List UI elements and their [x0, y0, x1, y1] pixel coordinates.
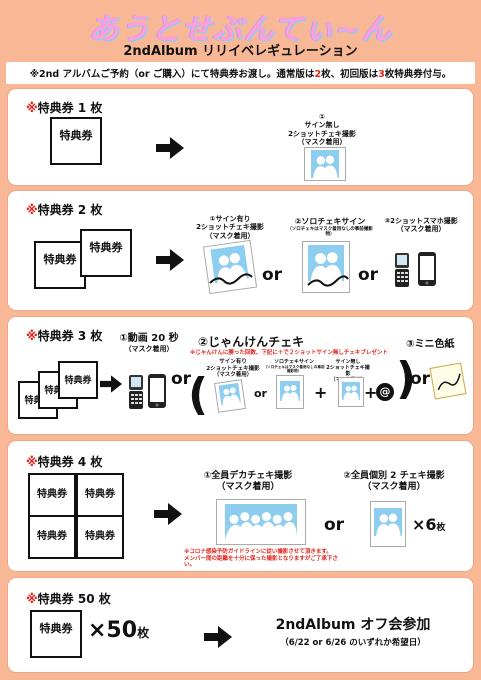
ticket-card: 特典券: [34, 241, 86, 289]
ticket-card: 特典券: [28, 473, 76, 517]
flip-phone-icon: [128, 375, 144, 409]
smartphone-icon: [148, 373, 166, 409]
janken-note: ※じゃんけんに勝った回数、下記に＋で２ショットサイン無しチェキプレゼント: [190, 350, 388, 356]
smartphone-icon: [418, 251, 436, 287]
janken-title: ②じゃんけんチェキ: [198, 335, 305, 349]
or-label: or: [171, 369, 192, 389]
section-3-tickets: ※特典券 3 枚 特典券 特典券 特典券 ①動画 20 秒（マスク着用） or …: [8, 317, 473, 434]
flip-phone-icon: [394, 253, 410, 287]
solo-cheki-icon: [276, 375, 304, 409]
open-paren: (: [188, 369, 209, 420]
arrow-right-icon: [100, 375, 122, 393]
signed-cheki-icon: [214, 379, 246, 413]
or-label: or: [254, 387, 267, 400]
cheki-photo-icon: [370, 501, 406, 547]
or-label: or: [324, 515, 345, 535]
option-caption: ソロチェキサイン（ソロチェキはマスク着用なしの事前撮影物）: [263, 359, 325, 374]
ticket-card: 特典券: [58, 361, 98, 399]
section-title: ※特典券 50 枚: [26, 592, 111, 606]
or-label: or: [358, 265, 379, 285]
section-title: ※特典券 1 枚: [26, 101, 103, 115]
option-caption: ②全員個別 2 チェキ撮影（マスク着用）: [343, 471, 445, 492]
page-subtitle: 2ndAlbum リリイベレギュレーション: [123, 44, 358, 59]
offkai-reward: 2ndAlbum オフ会参加: [275, 617, 431, 633]
cheki-photo-icon: [338, 377, 364, 407]
section-title: ※特典券 2 枚: [26, 203, 103, 217]
signature-icon: [307, 275, 349, 287]
or-label: or: [410, 369, 431, 389]
section-5-tickets: ※特典券 50 枚 特典券 ×50枚 2ndAlbum オフ会参加 （6/22 …: [8, 578, 473, 672]
option-caption: ②ソロチェキサイン（ソロチェキはマスク着用なしの事前撮影物）: [287, 217, 373, 237]
covid-note: ※コロナ感染予防ガイドラインに従い撮影させて頂きます。メンバー間の距離を十分に保…: [184, 549, 338, 569]
offkai-date-note: （6/22 or 6/26 のいずれか希望日）: [280, 638, 426, 648]
plus-sign: +: [364, 383, 378, 402]
at-icon: @: [376, 383, 394, 401]
option-caption: ①全員デカチェキ撮影（マスク着用）: [203, 471, 293, 492]
ticket-card: 特典券: [76, 473, 124, 517]
ticket-notice: ※2nd アルバムご予約（or ご購入）にて特典券お渡し。通常版は2枚、初回版は…: [6, 62, 475, 84]
section-title: ※特典券 4 枚: [26, 455, 103, 469]
multiplier-six: ×6枚: [412, 515, 446, 534]
section-4-tickets: ※特典券 4 枚 特典券 特典券 特典券 特典券 ①全員デカチェキ撮影（マスク着…: [8, 441, 473, 571]
arrow-right-icon: [156, 137, 184, 159]
option-caption: ①動画 20 秒（マスク着用）: [119, 333, 179, 353]
cheki-photo-icon: [304, 147, 346, 181]
option-caption: ① サイン無し 2ショットチェキ撮影 （マスク着用）: [288, 113, 356, 147]
multiplier-fifty: ×50枚: [88, 618, 150, 643]
or-label: or: [262, 265, 283, 285]
option-caption: ③2ショットスマホ撮影（マスク着用）: [384, 217, 458, 234]
close-paren: ): [396, 353, 417, 404]
arrow-right-icon: [204, 626, 232, 648]
ticket-card: 特典券: [50, 117, 102, 165]
ticket-card: 特典券: [28, 515, 76, 559]
arrow-right-icon: [156, 249, 184, 271]
section-title: ※特典券 3 枚: [26, 329, 103, 343]
shikishi-icon: [429, 362, 467, 400]
plus-sign: +: [314, 383, 328, 402]
ticket-card: 特典券: [80, 229, 132, 277]
section-1-ticket: ※特典券 1 枚 特典券 ① サイン無し 2ショットチェキ撮影 （マスク着用）: [8, 89, 473, 185]
ticket-card: 特典券: [76, 515, 124, 559]
group-cheki-icon: [216, 499, 306, 545]
shikishi-title: ③ミニ色紙: [406, 339, 455, 350]
signature-icon: [209, 273, 253, 285]
ticket-card: 特典券: [30, 610, 82, 658]
arrow-right-icon: [154, 503, 182, 525]
event-logo: あうとせぶんてぃ~ん: [88, 12, 393, 47]
